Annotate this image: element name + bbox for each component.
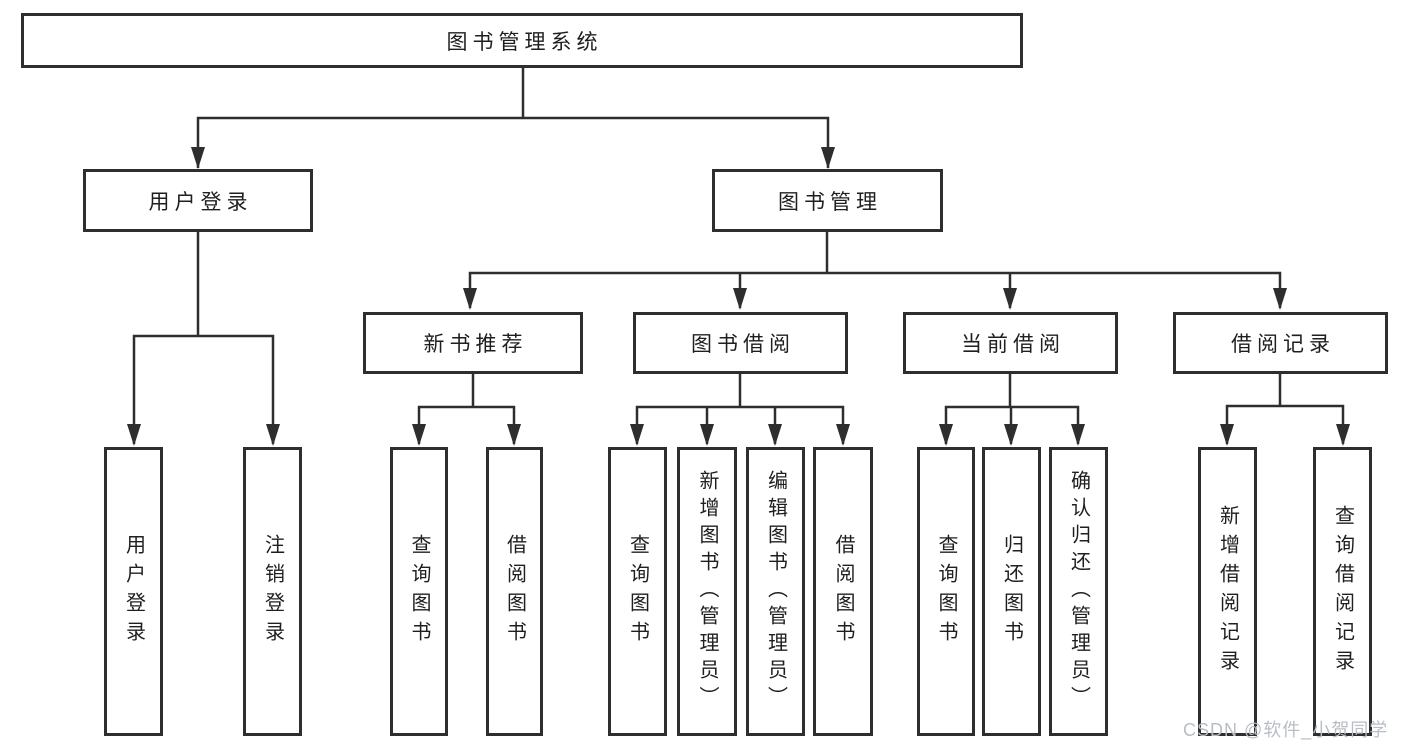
connector-borrowing-records (1220, 374, 1350, 446)
node-library-system: 图书管理系统 (21, 13, 1023, 68)
leaf-logout: 注销登录 (243, 447, 302, 736)
leaf-add-books-admin: 新增图书（管理员） (677, 447, 737, 736)
leaf-query-books-current: 查询图书 (917, 447, 975, 736)
connector-book-borrowing (630, 374, 850, 446)
leaf-query-books-borrowing: 查询图书 (608, 447, 667, 736)
connector-book-management (463, 232, 1287, 310)
connector-root (191, 68, 835, 169)
node-current-borrowing: 当前借阅 (903, 312, 1118, 374)
leaf-edit-books-admin: 编辑图书（管理员） (746, 447, 805, 736)
leaf-return-books: 归还图书 (982, 447, 1041, 736)
connector-user-login (127, 232, 280, 446)
leaf-borrow-books-recommend: 借阅图书 (486, 447, 543, 736)
connector-new-book-recommendation (412, 374, 521, 446)
node-borrowing-records: 借阅记录 (1173, 312, 1388, 374)
node-book-borrowing: 图书借阅 (633, 312, 848, 374)
leaf-query-borrow-record: 查询借阅记录 (1313, 447, 1372, 736)
node-book-management: 图书管理 (712, 169, 943, 232)
leaf-query-books-recommend: 查询图书 (390, 447, 448, 736)
leaf-add-borrow-record: 新增借阅记录 (1198, 447, 1257, 736)
leaf-confirm-return-admin: 确认归还（管理员） (1049, 447, 1108, 736)
node-user-login: 用户登录 (83, 169, 313, 232)
node-new-book-recommendation: 新书推荐 (363, 312, 583, 374)
watermark: CSDN @软件_小贺同学 (1183, 720, 1389, 740)
connector-current-borrowing (939, 374, 1085, 446)
leaf-user-login: 用户登录 (104, 447, 163, 736)
leaf-borrow-books-borrowing: 借阅图书 (813, 447, 873, 736)
